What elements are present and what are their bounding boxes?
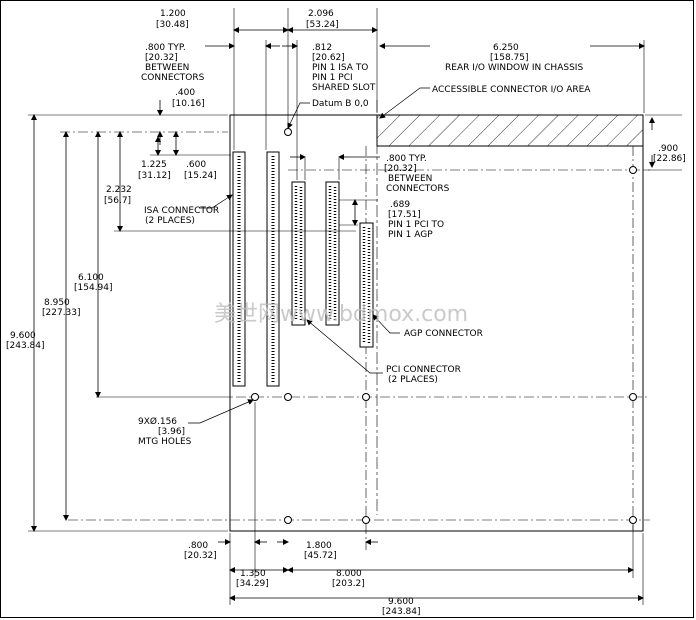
dimension-text: 1.200 [30.48] 2.096 [53.24] .800 TYP. [2… [6,9,686,617]
dim-2096-in: 2.096 [308,9,334,19]
isa-connectors [232,151,280,387]
dim-6250-mm: [158.75] [490,53,529,63]
dim-9600v-in: 9.600 [10,331,36,341]
dim-600-in: .600 [186,160,206,170]
mtg-label-l2: [3.96] [158,427,185,437]
dim-9600v-mm: [243.84] [6,341,45,351]
agp-connector [359,222,374,348]
dim-812-mm: [20.62] [312,53,345,63]
dim-8000-mm: [203.2] [332,579,365,589]
dim-812-l1: PIN 1 ISA TO [312,63,368,73]
accessible-area-label: ACCESSIBLE CONNECTOR I/O AREA [432,85,591,95]
dim-2232-in: 2.232 [106,185,132,195]
dim-800typ-l1: BETWEEN [145,63,189,73]
dim-800typ-l2: CONNECTORS [141,73,205,83]
dim-1800-mm: [45.72] [304,551,337,561]
pci-connectors [291,181,340,326]
dim-1225-in: 1.225 [141,160,167,170]
dim-6250-in: 6.250 [493,43,519,53]
dim-8000-in: 8.000 [336,569,362,579]
mtg-label-l3: MTG HOLES [138,437,192,447]
pci-label-l2: (2 PLACES) [388,375,438,385]
dim-812-in: .812 [312,43,332,53]
dim-800b-in: .800 [188,541,208,551]
dim-689-l2: PIN 1 AGP [388,230,433,240]
dim-800typ2-mm: [20.32] [384,164,417,174]
dim-1200-in: 1.200 [160,9,186,19]
dim-9600h-mm: [243.84] [382,607,421,617]
mounting-holes [251,128,637,524]
dim-1800-in: 1.800 [306,541,332,551]
dim-800typ2-l2: CONNECTORS [386,184,450,194]
dim-8950-in: 8.950 [44,298,70,308]
isa-label-l2: (2 PLACES) [145,216,195,226]
dim-8950-mm: [227.33] [42,308,81,318]
dim-1350-in: 1.350 [240,569,266,579]
dim-600-mm: [15.24] [184,171,217,181]
isa-label-l1: ISA CONNECTOR [144,206,219,216]
io-area-hatched [376,114,644,147]
dim-800b-mm: [20.32] [184,551,217,561]
leader-lines [188,87,430,424]
dim-900-mm: [22.86] [653,154,686,164]
dim-1200-mm: [30.48] [156,20,189,30]
dim-1350-mm: [34.29] [236,579,269,589]
mtg-label-l1: 9XØ.156 [138,416,177,427]
dim-689-mm: [17.51] [388,210,421,220]
dim-800typ2-in: .800 TYP. [386,154,427,164]
dim-2096-mm: [53.24] [306,20,339,30]
dim-2232-mm: [56.7] [104,196,131,206]
centerlines [60,131,650,550]
agp-label: AGP CONNECTOR [404,329,483,339]
datum-label: Datum B 0,0 [312,99,369,109]
dim-400-in: .400 [175,88,195,98]
dim-800typ-in: .800 TYP. [145,43,186,53]
dim-6100-in: 6.100 [78,273,104,283]
dim-6100-mm: [154.94] [74,283,113,293]
dim-9600h-in: 9.600 [388,597,414,607]
dim-800typ2-l1: BETWEEN [388,174,432,184]
dim-900-in: .900 [658,144,678,154]
dim-400-mm: [10.16] [172,99,205,109]
dim-812-l3: SHARED SLOT [312,83,376,93]
pci-label-l1: PCI CONNECTOR [386,365,461,375]
dim-689-in: .689 [390,200,410,210]
dim-1225-mm: [31.12] [138,171,171,181]
dimension-lines [31,27,655,601]
dim-689-l1: PIN 1 PCI TO [388,220,444,230]
dim-800typ-mm: [20.32] [145,53,178,63]
dim-812-l2: PIN 1 PCI [312,73,353,83]
dim-6250-l1: REAR I/O WINDOW IN CHASSIS [445,63,583,73]
watermark: 美世网www.bdmox.com [214,302,468,327]
